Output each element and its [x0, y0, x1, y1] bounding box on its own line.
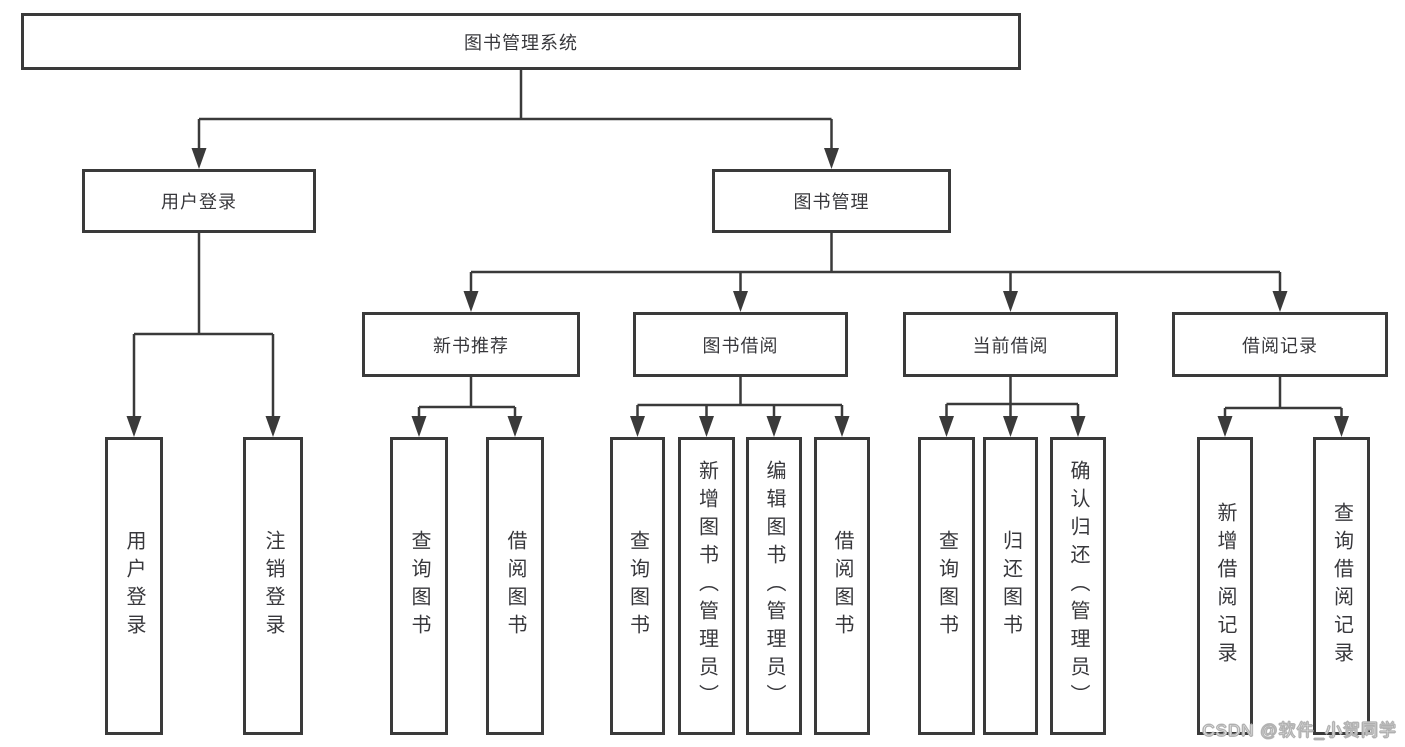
arrowhead — [507, 416, 523, 437]
node-label: 图书管理 — [793, 192, 870, 212]
csdn-watermark: CSDN @软件_小贺同学 — [1202, 721, 1397, 741]
node-label: 借阅记录 — [1242, 335, 1318, 356]
node-label: 新增借阅记录 — [1214, 502, 1236, 670]
node-new-book-recommend: 新书推荐 — [362, 312, 580, 377]
arrowhead — [1003, 291, 1018, 312]
arrowhead — [834, 416, 850, 437]
leaf-query-book-current: 查询图书 — [918, 437, 975, 735]
node-label: 用户登录 — [161, 192, 237, 212]
leaf-edit-book-admin: 编辑图书（管理员） — [746, 437, 802, 735]
arrowhead — [463, 291, 479, 312]
node-label: 编辑图书（管理员） — [763, 460, 785, 712]
node-label: 查询图书 — [408, 530, 430, 642]
node-current-borrow: 当前借阅 — [903, 312, 1118, 377]
arrowhead — [265, 416, 281, 437]
node-root-library-system: 图书管理系统 — [21, 13, 1021, 70]
arrowhead — [1217, 416, 1233, 437]
node-label: 注销登录 — [262, 530, 284, 642]
node-book-management: 图书管理 — [712, 169, 951, 233]
connector-current-borrow-to-leaves — [939, 377, 1086, 437]
node-label: 图书管理系统 — [464, 32, 578, 53]
arrowhead — [411, 416, 427, 437]
connector-new-book-recommend-to-leaves — [411, 377, 523, 437]
connector-book-management-to-level3 — [463, 233, 1288, 312]
leaf-query-book-recommend: 查询图书 — [390, 437, 448, 735]
leaf-query-book-borrow: 查询图书 — [610, 437, 665, 735]
arrowhead — [699, 416, 714, 437]
node-label: 归还图书 — [999, 530, 1022, 642]
leaf-borrow-book-recommend: 借阅图书 — [486, 437, 544, 735]
leaf-confirm-return-admin: 确认归还（管理员） — [1050, 437, 1106, 735]
leaf-user-login: 用户登录 — [105, 437, 163, 735]
node-label: 图书借阅 — [702, 335, 779, 356]
node-label: 当前借阅 — [972, 335, 1049, 356]
leaf-query-borrow-record: 查询借阅记录 — [1313, 437, 1370, 735]
node-book-borrow: 图书借阅 — [633, 312, 848, 377]
node-label: 查询图书 — [626, 530, 649, 642]
node-borrow-records: 借阅记录 — [1172, 312, 1388, 377]
connector-user-login-to-leaves — [126, 233, 281, 437]
leaf-logout: 注销登录 — [243, 437, 303, 735]
arrowhead — [766, 416, 782, 437]
arrowhead — [1334, 416, 1349, 437]
arrowhead — [824, 148, 839, 169]
leaf-add-book-admin: 新增图书（管理员） — [678, 437, 735, 735]
node-label: 借阅图书 — [831, 530, 853, 642]
arrowhead — [191, 148, 207, 169]
arrowhead — [1070, 416, 1086, 437]
connector-borrow-records-to-leaves — [1217, 377, 1349, 437]
node-label: 新书推荐 — [433, 335, 509, 356]
leaf-return-book: 归还图书 — [983, 437, 1038, 735]
arrowhead — [1003, 416, 1018, 437]
node-label: 确认归还（管理员） — [1067, 460, 1089, 712]
arrowhead — [1272, 291, 1288, 312]
node-label: 借阅图书 — [504, 530, 526, 642]
node-label: 用户登录 — [123, 530, 145, 642]
connector-root-to-level2 — [191, 70, 839, 169]
leaf-borrow-book: 借阅图书 — [814, 437, 870, 735]
connector-book-borrow-to-leaves — [630, 377, 850, 437]
arrowhead — [939, 416, 954, 437]
node-label: 查询图书 — [935, 530, 958, 642]
node-user-login: 用户登录 — [82, 169, 316, 233]
leaf-add-borrow-record: 新增借阅记录 — [1197, 437, 1253, 735]
node-label: 查询借阅记录 — [1330, 502, 1353, 670]
arrowhead — [733, 291, 748, 312]
arrowhead — [630, 416, 645, 437]
node-label: 新增图书（管理员） — [695, 460, 718, 712]
arrowhead — [126, 416, 142, 437]
